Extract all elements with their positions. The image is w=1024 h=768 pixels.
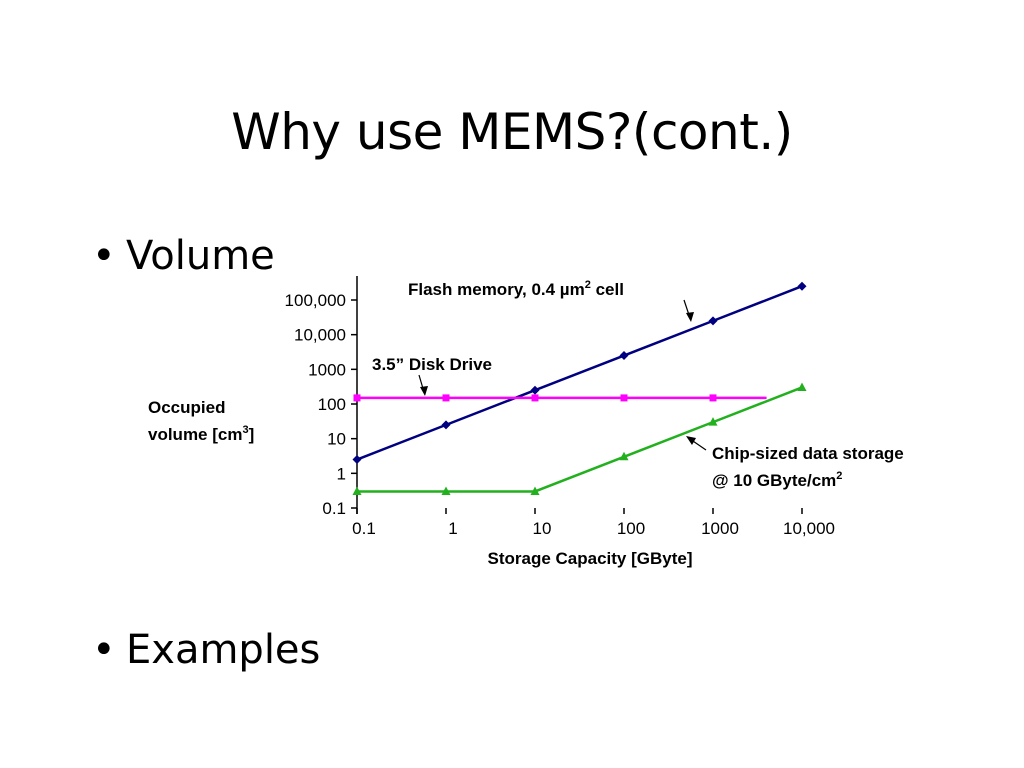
y-tick-label: 1000 — [308, 360, 346, 379]
y-axis-title-line2: volume [cm3] — [148, 424, 254, 444]
chip-series-line — [357, 386, 803, 493]
bullet-examples: •Examples — [92, 626, 320, 674]
flash-annotation-text: Flash memory, 0.4 µm — [408, 280, 585, 299]
x-tick-label: 1000 — [701, 519, 739, 538]
bullet-volume: •Volume — [92, 232, 275, 280]
y-axis-title-end: ] — [249, 425, 255, 444]
disk-point — [442, 394, 450, 402]
flash-annotation: Flash memory, 0.4 µm2 cell — [408, 279, 624, 299]
disk-point — [353, 394, 361, 402]
y-tick-label: 10,000 — [294, 326, 346, 345]
y-axis-title-text: volume [cm — [148, 425, 242, 444]
flash-annotation-sup: 2 — [585, 279, 591, 291]
x-tick-label: 100 — [617, 519, 645, 538]
disk-point — [709, 394, 717, 402]
x-tick-label: 1 — [448, 519, 457, 538]
x-tick-label: 10,000 — [783, 519, 835, 538]
chip-annotation-sup: 2 — [836, 470, 842, 482]
flash-point — [708, 316, 718, 326]
chip-point — [352, 486, 362, 495]
bullet-text: Volume — [126, 233, 275, 279]
y-axis-title-line1: Occupied — [148, 398, 225, 417]
x-tick-label: 0.1 — [352, 519, 376, 538]
flash-point — [352, 455, 362, 465]
disk-arrowhead — [420, 386, 428, 396]
flash-point — [530, 385, 540, 395]
flash-series-line — [356, 285, 803, 461]
bullet-marker: • — [92, 233, 116, 279]
chart-series-markers — [352, 281, 807, 495]
flash-point — [619, 351, 629, 361]
chart-series-lines — [356, 285, 803, 493]
y-tick-label: 100,000 — [285, 291, 346, 310]
x-tick-label: 10 — [533, 519, 552, 538]
annotation-arrows — [418, 299, 707, 451]
y-tick-label: 10 — [327, 430, 346, 449]
chip-annotation-line2: @ 10 GByte/cm2 — [712, 470, 842, 490]
chip-arrowhead — [686, 436, 696, 445]
chip-point — [441, 486, 451, 495]
chip-point — [708, 417, 718, 426]
x-axis-title: Storage Capacity [GByte] — [488, 549, 693, 568]
flash-point — [441, 420, 451, 430]
bullet-marker: • — [92, 627, 116, 673]
y-axis-title-sup: 3 — [242, 424, 248, 436]
y-tick-label: 1 — [337, 464, 346, 483]
slide-title: Why use MEMS?(cont.) — [231, 103, 793, 161]
bullet-text: Examples — [126, 627, 321, 673]
y-tick-label: 0.1 — [322, 499, 346, 518]
chip-point — [619, 451, 629, 461]
disk-point — [531, 394, 539, 402]
chip-annotation-text: @ 10 GByte/cm — [712, 471, 836, 490]
chart-axes: 0.1 1 10 100 1000 10,000 100,000 0.1 1 10 100 1000 1… — [285, 276, 835, 538]
flash-arrowhead — [686, 312, 694, 322]
disk-annotation: 3.5” Disk Drive — [372, 355, 492, 374]
flash-point — [797, 281, 807, 291]
disk-point — [620, 394, 628, 402]
chip-point — [530, 486, 540, 495]
y-tick-label: 100 — [318, 395, 346, 414]
chip-point — [797, 382, 807, 391]
chip-annotation-line1: Chip-sized data storage — [712, 444, 904, 463]
flash-annotation-end: cell — [591, 280, 624, 299]
